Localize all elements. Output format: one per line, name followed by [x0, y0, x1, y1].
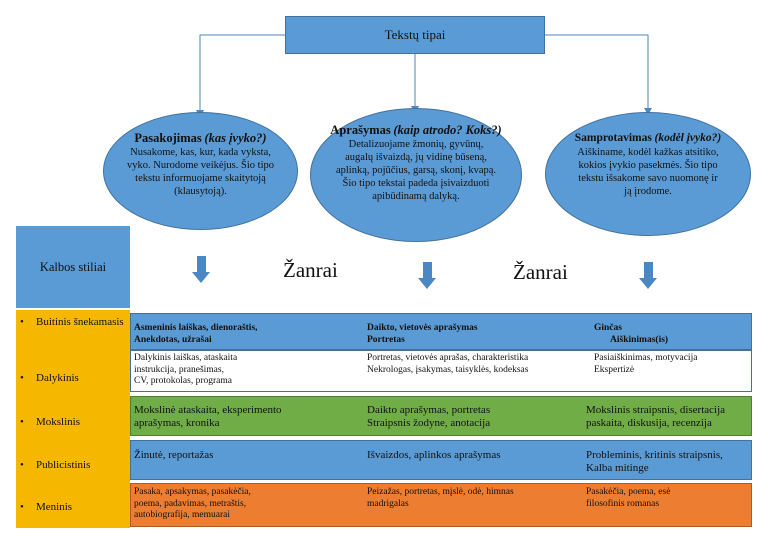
- genre-cell: Pasaka, apsakymas, pasakėčia,poema, pada…: [134, 487, 251, 520]
- genres-label: Žanrai: [283, 258, 338, 282]
- style-label: Meninis: [36, 501, 73, 513]
- genre-row-colloquial: Asmeninis laiškas, dienoraštis,Anekdotas…: [130, 313, 752, 350]
- reasoning-line: Aiškiname, kodėl kažkas atsitiko,: [577, 147, 719, 158]
- reasoning-line: ją įrodome.: [624, 186, 672, 197]
- narration-ellipse: Pasakojimas (kas įvyko?) Nusakome, kas, …: [103, 112, 298, 230]
- genre-cell: Probleminis, kritinis straipsnis,Kalba m…: [586, 449, 723, 474]
- description-question: (kaip atrodo? Koks?): [393, 123, 502, 137]
- reasoning-question: (kodėl įvyko?): [654, 132, 722, 144]
- bullet-icon: •: [20, 459, 24, 471]
- description-line: Detalizuojame žmonių, gyvūnų,: [348, 139, 484, 150]
- genre-cell: Asmeninis laiškas, dienoraštis,Anekdotas…: [134, 323, 258, 345]
- genre-row-artistic: Pasaka, apsakymas, pasakėčia,poema, pada…: [130, 483, 752, 527]
- down-arrow-icon: [418, 262, 436, 289]
- description-ellipse: Aprašymas (kaip atrodo? Koks?) Detalizuo…: [310, 108, 522, 242]
- genre-cell: Portretas, vietovės aprašas, charakteris…: [367, 353, 529, 375]
- text-types-title: Tekstų tipai: [285, 16, 545, 54]
- narration-line: (klausytoją).: [174, 186, 227, 197]
- narration-line: tekstu informuojame skaitytoją: [135, 173, 266, 184]
- down-arrow-icon: [192, 256, 210, 283]
- bullet-icon: •: [20, 501, 24, 513]
- narration-question: (kas įvyko?): [204, 131, 267, 145]
- genre-row-publicistic: Žinutė, reportažas Išvaizdos, aplinkos a…: [130, 440, 752, 480]
- description-line: aplinką, pojūčius, garsą, skonį, kvapą.: [335, 165, 497, 176]
- bullet-icon: •: [20, 372, 24, 384]
- down-arrow-icon: [639, 262, 657, 289]
- reasoning-line: kokios įvykio pasekmės. Šio tipo: [578, 160, 718, 171]
- narration-line: vyko. Nurodome veikėjus. Šio tipo: [127, 160, 274, 171]
- description-line: augalų išvaizdą, jų vidinę būseną,: [345, 152, 487, 163]
- genre-cell: Žinutė, reportažas: [134, 449, 214, 461]
- genres-label: Žanrai: [513, 260, 568, 284]
- description-line: apibūdinamą dalyką.: [372, 191, 460, 202]
- narration-heading: Pasakojimas: [134, 131, 202, 145]
- style-label: Buitinis šnekamasis: [36, 316, 124, 328]
- styles-column: • Buitinis šnekamasis • Dalykinis • Moks…: [16, 310, 130, 528]
- description-line: Šio tipo tekstai padeda įsivaizduoti: [342, 178, 490, 189]
- style-label: Dalykinis: [36, 372, 79, 384]
- style-label: Publicistinis: [36, 459, 91, 471]
- description-heading: Aprašymas: [330, 123, 391, 137]
- reasoning-ellipse: Samprotavimas (kodėl įvyko?) Aiškiname, …: [545, 112, 751, 236]
- bullet-icon: •: [20, 316, 24, 328]
- bullet-icon: •: [20, 416, 24, 428]
- narration-line: Nusakome, kas, kur, kada vyksta,: [130, 147, 271, 158]
- reasoning-heading: Samprotavimas: [574, 132, 652, 144]
- genre-cell: Išvaizdos, aplinkos aprašymas: [367, 449, 501, 461]
- reasoning-line: tekstu išsakome savo nuomonę ir: [578, 173, 718, 184]
- language-styles-header: Kalbos stiliai: [16, 226, 130, 308]
- style-label: Mokslinis: [36, 416, 81, 428]
